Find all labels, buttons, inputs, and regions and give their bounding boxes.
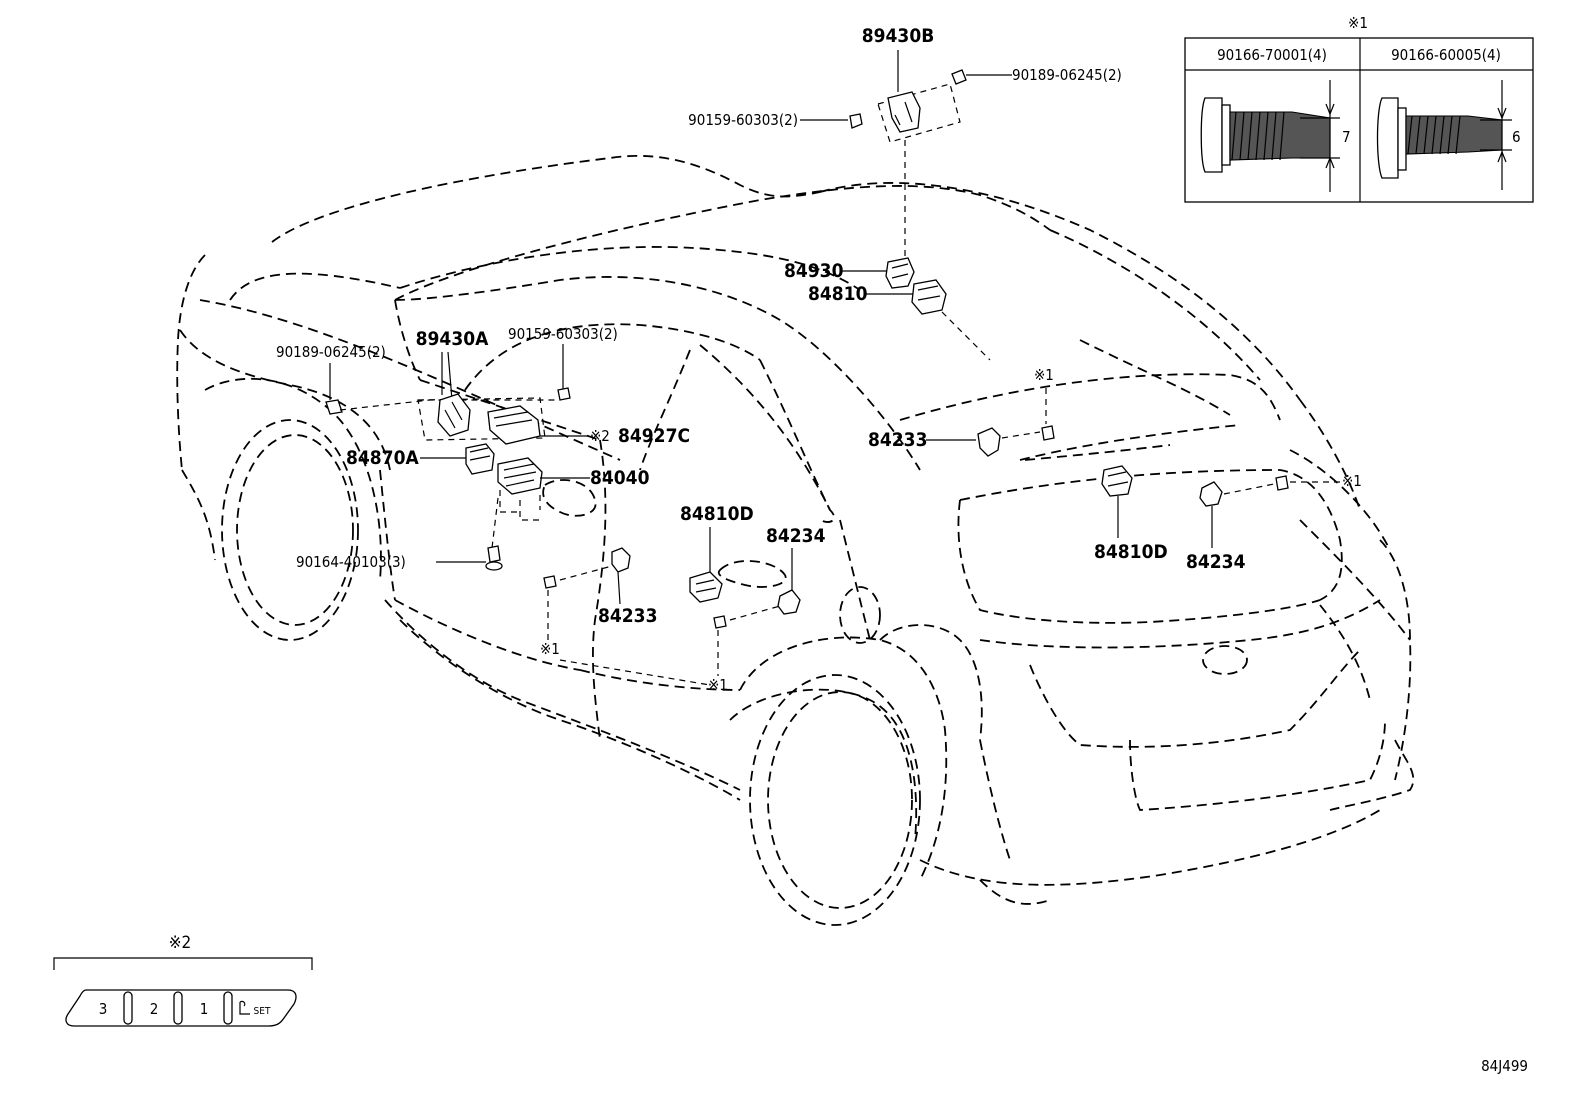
seat-icon bbox=[239, 1000, 250, 1015]
switch-84234-door-icon bbox=[777, 589, 801, 615]
memory-button-set[interactable]: SET bbox=[254, 1006, 271, 1017]
label-84234-rear: 84234 bbox=[1186, 551, 1246, 573]
switch-84233-rear-icon bbox=[977, 427, 1001, 457]
label-84810: 84810 bbox=[808, 283, 868, 305]
ref-84234-rear: ※1 bbox=[1342, 472, 1362, 490]
label-84810D-rear: 84810D bbox=[1094, 541, 1168, 563]
sensor-89430B-icon bbox=[887, 91, 921, 133]
switch-84234-rear-icon bbox=[1199, 481, 1223, 507]
ref-rear-screw: ※1 bbox=[1034, 366, 1054, 384]
table-header-90166-60005: 90166-60005(4) bbox=[1391, 46, 1501, 64]
screw-90189-top-icon bbox=[951, 69, 967, 85]
part-89430B-group: 89430B 90189-06245(2) 90159-60303(2) bbox=[688, 25, 1122, 270]
label-84233-door: 84233 bbox=[598, 605, 657, 627]
screw-90166-60005-icon bbox=[1376, 80, 1512, 190]
label-90189-top: 90189-06245(2) bbox=[1012, 66, 1122, 84]
screw-90164-icon bbox=[487, 545, 501, 563]
screw-84233-door-icon bbox=[543, 575, 557, 589]
ref-84927C: ※2 bbox=[590, 427, 610, 445]
diagram-code: 84J499 bbox=[1481, 1057, 1528, 1075]
label-84927C: 84927C bbox=[618, 425, 690, 447]
rear-door-cluster: 84233 ※1 84810D 84234 ※1 bbox=[540, 503, 826, 694]
switch-84810D-rear-icon bbox=[1101, 465, 1133, 497]
ref-table-note: ※1 bbox=[1348, 14, 1368, 32]
label-84810D-door: 84810D bbox=[680, 503, 754, 525]
screw-84234-door-icon bbox=[713, 615, 727, 629]
switch-84040-icon bbox=[497, 457, 543, 495]
label-89430A: 89430A bbox=[416, 328, 489, 350]
screw-90166-70001-icon bbox=[1200, 80, 1340, 192]
memory-button-2[interactable]: 2 bbox=[150, 1000, 159, 1018]
screw-84233-rear-icon bbox=[1041, 425, 1055, 441]
ref-switch-box: ※2 bbox=[169, 933, 192, 953]
vehicle-outline bbox=[176, 154, 1415, 926]
bracket-89430A-outline bbox=[417, 397, 546, 441]
label-84930: 84930 bbox=[784, 260, 844, 282]
label-90189-left: 90189-06245(2) bbox=[276, 343, 386, 361]
label-90159-mid: 90159-60303(2) bbox=[508, 325, 618, 343]
switch-84233-door-icon bbox=[611, 547, 631, 573]
sensor-89430A-icon bbox=[437, 393, 471, 437]
switch-84930-icon bbox=[885, 257, 915, 289]
dim-6: 6 bbox=[1512, 128, 1521, 146]
switch-84870A-icon bbox=[465, 443, 495, 475]
label-89430B: 89430B bbox=[862, 25, 935, 47]
switch-84810D-door-icon bbox=[689, 571, 723, 603]
label-84233-rear: 84233 bbox=[868, 429, 927, 451]
screw-84234-rear-icon bbox=[1275, 475, 1289, 491]
label-84040: 84040 bbox=[590, 467, 650, 489]
tailgate-cluster: 84930 84810 84233 ※1 84810D 84234 ※1 bbox=[784, 257, 1362, 573]
switch-84810-icon bbox=[911, 279, 947, 315]
memory-button-1[interactable]: 1 bbox=[200, 1000, 209, 1018]
label-90159-top: 90159-60303(2) bbox=[688, 111, 798, 129]
table-header-90166-70001: 90166-70001(4) bbox=[1217, 46, 1327, 64]
screw-90189-left-icon bbox=[325, 399, 343, 415]
memory-switch-panel: ※2 3 2 1 SET bbox=[53, 933, 313, 1027]
bracket-89430B-outline bbox=[877, 83, 961, 143]
screw-90159-top-icon bbox=[849, 113, 863, 129]
ref-door-low: ※1 bbox=[708, 676, 728, 694]
screw-90159-mid-icon bbox=[557, 387, 571, 401]
ref-door-screw: ※1 bbox=[540, 640, 560, 658]
memory-button-3[interactable]: 3 bbox=[99, 1000, 108, 1018]
label-84870A: 84870A bbox=[346, 447, 419, 469]
front-door-cluster: 89430A 90159-60303(2) 90189-06245(2) ※2 … bbox=[276, 325, 690, 571]
screw-spec-table: ※1 90166-70001(4) 90166-60005(4) 7 bbox=[1184, 14, 1534, 203]
label-84234-door: 84234 bbox=[766, 525, 826, 547]
dim-7: 7 bbox=[1342, 128, 1351, 146]
label-90164: 90164-40103(3) bbox=[296, 553, 406, 571]
